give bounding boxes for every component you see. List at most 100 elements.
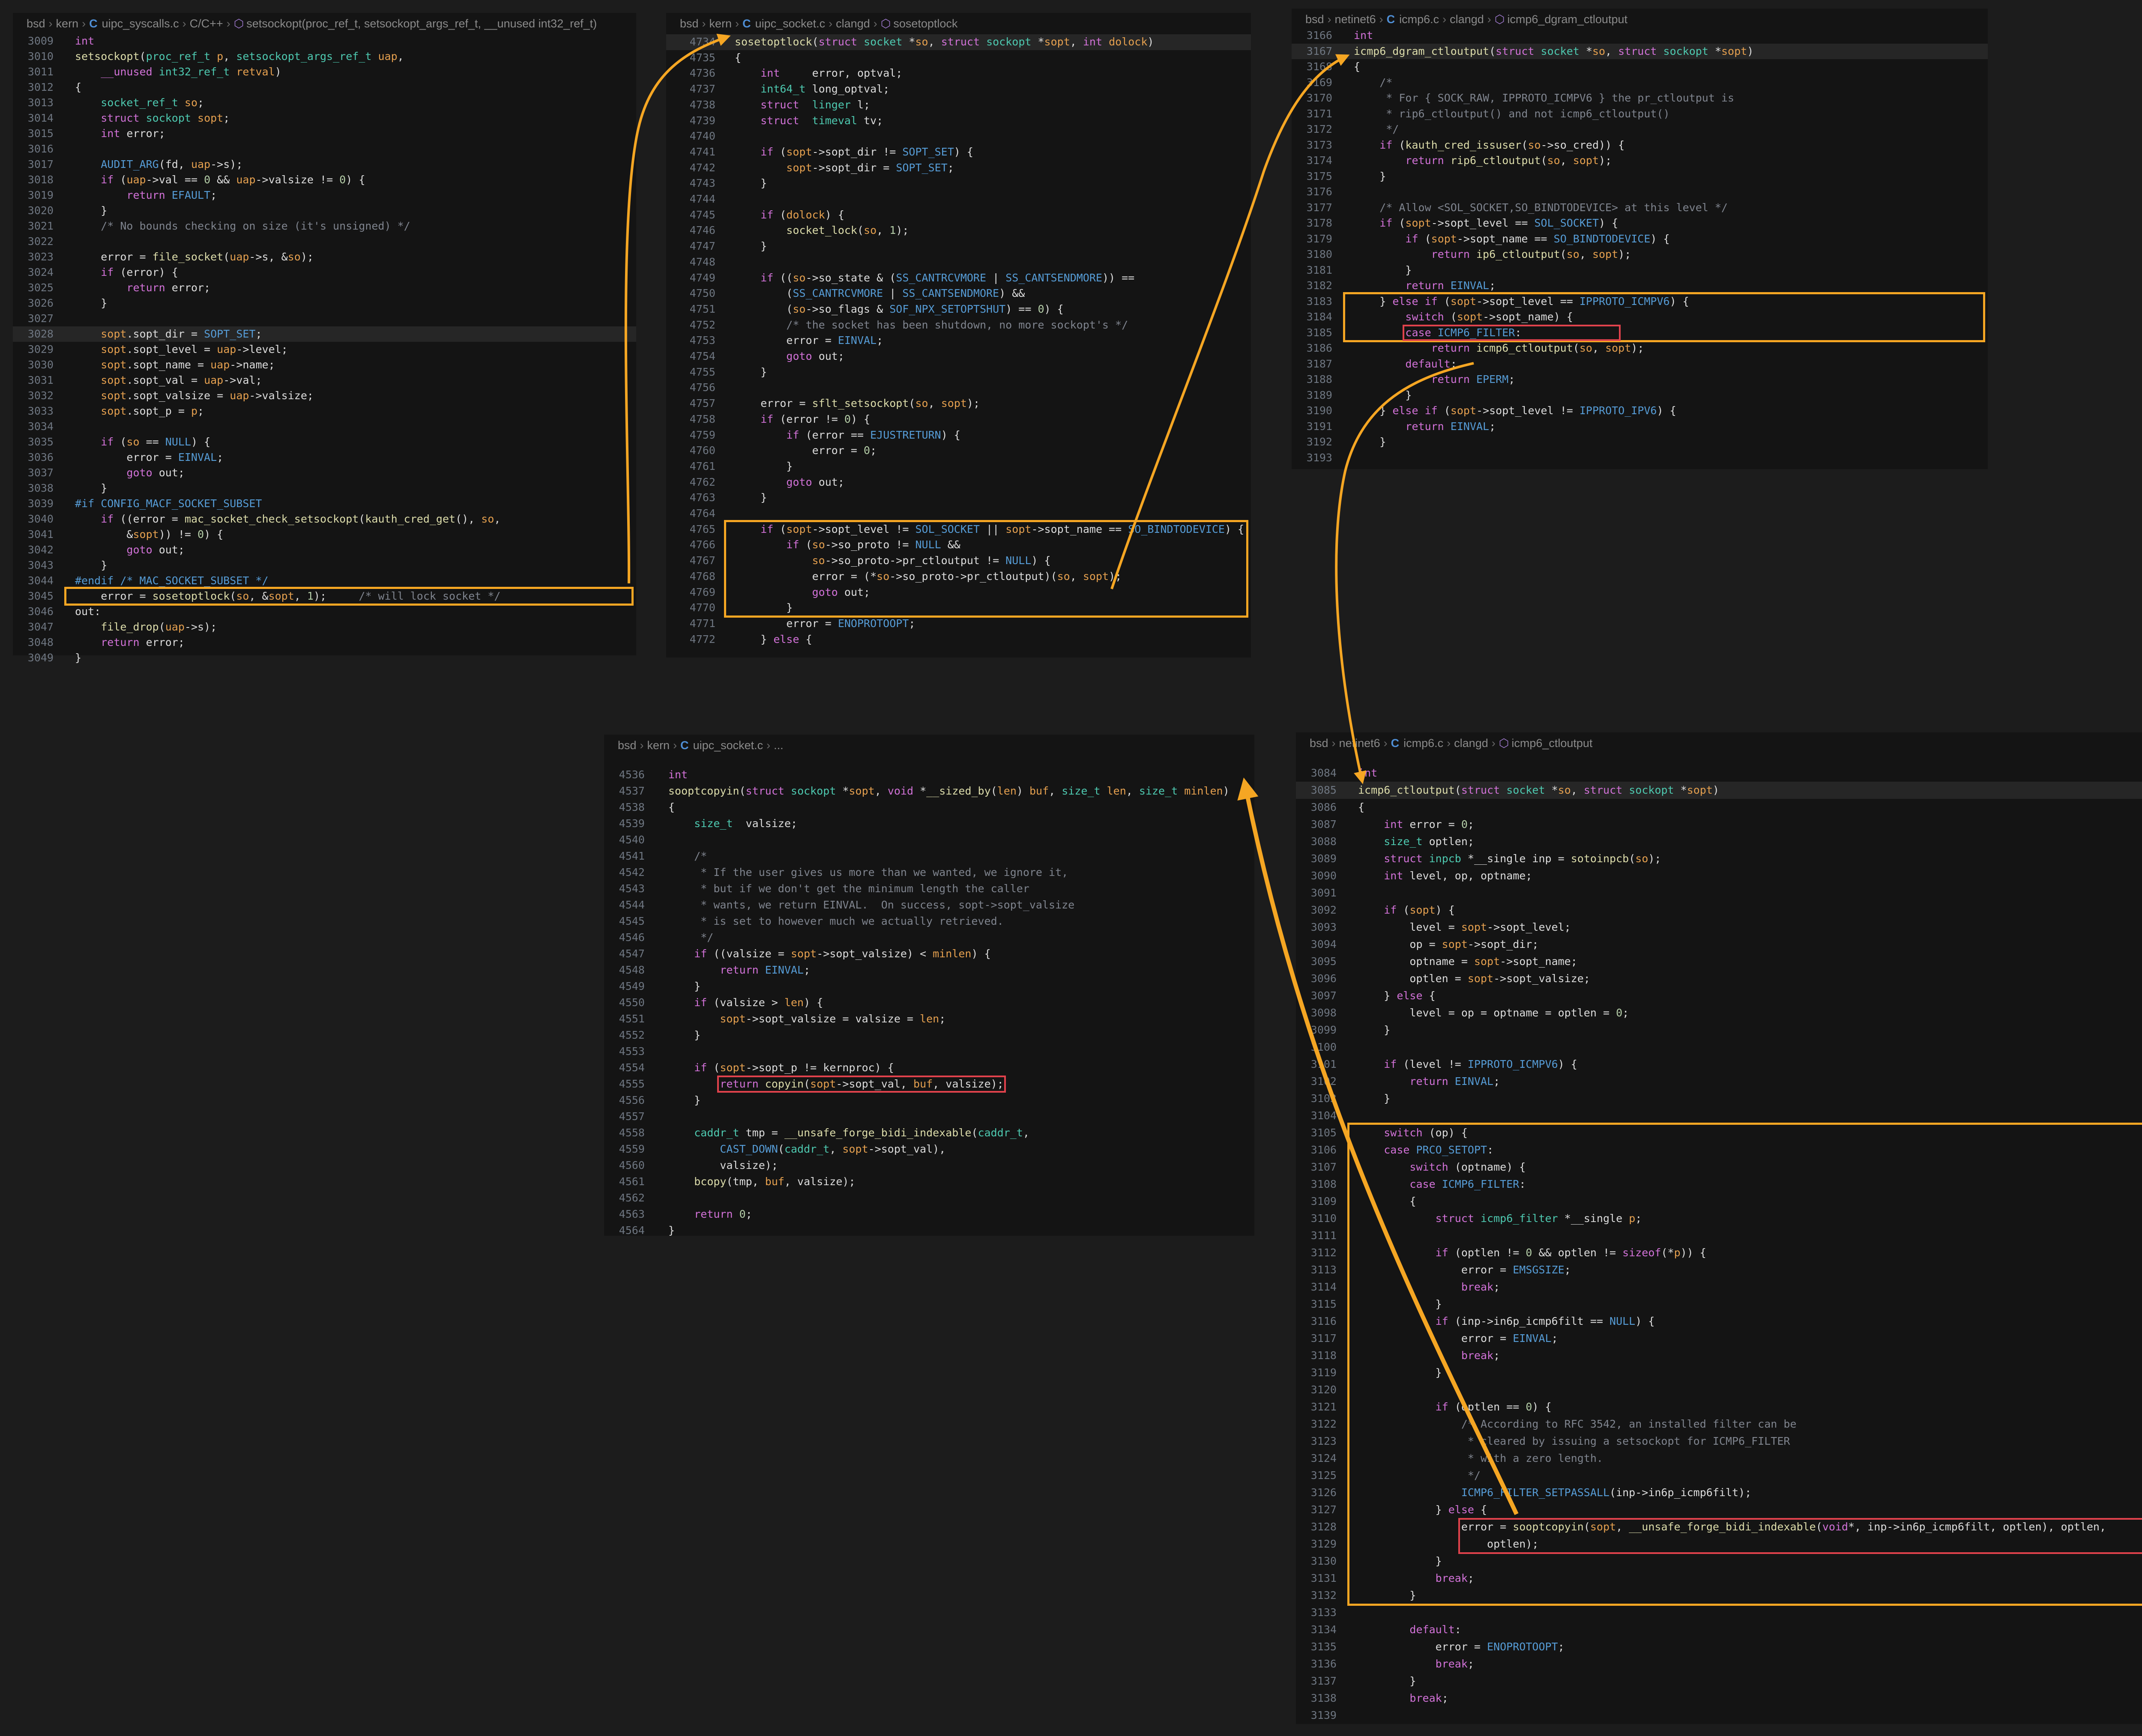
code-line[interactable]: #if CONFIG_MACF_SOCKET_SUBSET — [75, 497, 262, 510]
code-line[interactable]: file_drop(uap->s); — [101, 621, 217, 633]
code-line[interactable]: int64_t long_optval; — [760, 83, 890, 96]
code-line[interactable]: break; — [1461, 1281, 1500, 1293]
code-line[interactable]: } — [1354, 263, 1412, 276]
code-line[interactable]: return copyin(sopt->sopt_val, buf, valsi… — [720, 1078, 1004, 1090]
code-line[interactable]: if (sopt->sopt_p != kernproc) { — [694, 1061, 894, 1074]
code-line[interactable]: if (valsize > len) { — [694, 996, 823, 1009]
code-line[interactable]: struct inpcb *__single inp = sotoinpcb(s… — [1384, 852, 1661, 865]
breadcrumb-segment[interactable]: ... — [774, 739, 784, 752]
code-line[interactable]: error = EINVAL; — [75, 451, 224, 463]
code-line[interactable]: socket_ref_t so; — [101, 96, 204, 109]
code-line[interactable]: struct sockopt sopt; — [101, 112, 230, 124]
code-line[interactable]: { — [735, 51, 742, 64]
breadcrumb-segment[interactable]: clangd — [1450, 13, 1484, 26]
code-line[interactable]: if (error != 0) { — [760, 412, 871, 425]
code-line[interactable]: { — [1358, 1195, 1416, 1207]
breadcrumb-segment[interactable]: netinet6 — [1334, 13, 1376, 26]
code-line[interactable]: } — [735, 491, 767, 504]
code-line[interactable]: } — [735, 365, 767, 378]
code-line[interactable]: out: — [75, 605, 101, 618]
code-line[interactable]: sooptcopyin(struct sockopt *sopt, void *… — [668, 785, 1230, 797]
code-line[interactable]: sopt.sopt_valsize = uap->valsize; — [101, 389, 314, 402]
code-line[interactable]: /* Allow <SOL_SOCKET,SO_BINDTODEVICE> at… — [1354, 201, 1728, 214]
breadcrumb-segment[interactable]: bsd — [680, 17, 699, 30]
code-line[interactable]: int — [1358, 767, 1378, 779]
breadcrumb-segment[interactable]: uipc_socket.c — [693, 739, 763, 752]
code-line[interactable]: __unused int32_ref_t retval) — [101, 66, 281, 78]
code-line[interactable]: int error, optval; — [760, 67, 903, 80]
code-line[interactable]: return icmp6_ctloutput(so, sopt); — [1431, 342, 1644, 354]
code-line[interactable]: error = EMSGSIZE; — [1358, 1264, 1571, 1276]
code-line[interactable]: case ICMP6_FILTER: — [1409, 1178, 1526, 1190]
code-line[interactable]: size_t optlen; — [1384, 835, 1474, 848]
code-line[interactable]: switch (sopt->sopt_name) { — [1405, 311, 1573, 323]
code-line[interactable]: } — [1358, 1555, 1442, 1567]
breadcrumb-segment[interactable]: uipc_socket.c — [755, 17, 826, 30]
code-line[interactable]: return ip6_ctloutput(so, sopt); — [1431, 248, 1631, 260]
code-line[interactable]: error = ENOPROTOOPT; — [735, 617, 915, 630]
breadcrumb-segment[interactable]: icmp6.c — [1403, 737, 1444, 750]
code-line[interactable]: } — [735, 460, 793, 472]
code-line[interactable]: return error; — [101, 636, 185, 648]
code-line[interactable]: (SS_CANTRCVMORE | SS_CANTSENDMORE) && — [735, 287, 1025, 300]
code-line[interactable]: goto out; — [786, 475, 844, 488]
code-line[interactable]: error = sosetoptlock(so, &sopt, 1); /* w… — [75, 590, 501, 602]
code-line[interactable]: } else if (sopt->sopt_level == IPPROTO_I… — [1354, 295, 1689, 308]
code-line[interactable]: goto out; — [812, 586, 871, 598]
code-line[interactable]: case ICMP6_FILTER: — [1405, 326, 1522, 339]
code-line[interactable]: if (optlen == 0) { — [1435, 1401, 1552, 1413]
code-line[interactable]: if ((valsize = sopt->sopt_valsize) < min… — [694, 947, 991, 960]
code-line[interactable]: socket_lock(so, 1); — [786, 224, 909, 237]
code-line[interactable]: } — [1354, 170, 1386, 182]
code-line[interactable]: int — [75, 35, 95, 47]
code-line[interactable]: * If the user gives us more than we want… — [668, 866, 1068, 878]
code-line[interactable]: } — [1358, 1589, 1416, 1602]
breadcrumb-segment[interactable]: clangd — [836, 17, 870, 30]
code-line[interactable]: } — [668, 1094, 701, 1106]
code-line[interactable]: error = EINVAL; — [1358, 1332, 1558, 1345]
code-line[interactable]: struct linger l; — [760, 98, 871, 111]
code-line[interactable]: break; — [1435, 1572, 1474, 1584]
code-line[interactable]: return EFAULT; — [126, 189, 217, 201]
code-line[interactable]: * with a zero length. — [1358, 1452, 1603, 1464]
code-line[interactable]: sopt.sopt_level = uap->level; — [101, 343, 288, 356]
breadcrumb-segment[interactable]: kern — [56, 17, 79, 30]
code-line[interactable]: sosetoptlock(struct socket *so, struct s… — [735, 36, 1154, 48]
code-line[interactable]: goto out; — [786, 350, 844, 362]
breadcrumb-segment[interactable]: bsd — [618, 739, 637, 752]
breadcrumb-segment[interactable]: kern — [647, 739, 670, 752]
code-line[interactable]: */ — [1354, 123, 1399, 135]
code-line[interactable]: * but if we don't get the minimum length… — [668, 882, 1029, 895]
code-line[interactable]: error = sooptcopyin(sopt, __unsafe_forge… — [1358, 1521, 2106, 1533]
code-line[interactable]: error = ENOPROTOOPT; — [1358, 1640, 1565, 1653]
code-line[interactable]: } else { — [1358, 989, 1436, 1002]
code-line[interactable]: sopt->sopt_dir = SOPT_SET; — [786, 161, 954, 174]
breadcrumb-segment[interactable]: bsd — [27, 17, 45, 30]
code-line[interactable]: icmp6_ctloutput(struct socket *so, struc… — [1358, 784, 1719, 796]
code-line[interactable]: return EINVAL; — [1409, 1075, 1500, 1088]
code-line[interactable]: icmp6_dgram_ctloutput(struct socket *so,… — [1354, 45, 1754, 57]
code-line[interactable]: CAST_DOWN(caddr_t, sopt->sopt_val), — [720, 1143, 946, 1155]
breadcrumb-segment[interactable]: setsockopt(proc_ref_t, setsockopt_args_r… — [246, 17, 597, 30]
code-line[interactable]: sopt.sopt_val = uap->val; — [101, 374, 262, 386]
code-line[interactable]: if (kauth_cred_issuser(so->so_cred)) { — [1379, 138, 1625, 151]
code-line[interactable]: return 0; — [694, 1208, 752, 1220]
code-line[interactable]: if (level != IPPROTO_ICMPV6) { — [1384, 1058, 1577, 1070]
code-line[interactable]: */ — [668, 931, 714, 944]
code-line[interactable]: optlen = sopt->sopt_valsize; — [1358, 972, 1590, 985]
code-line[interactable]: optname = sopt->sopt_name; — [1358, 955, 1577, 968]
code-line[interactable]: break; — [1461, 1349, 1500, 1362]
code-line[interactable]: } — [75, 559, 108, 571]
code-line[interactable]: break; — [1435, 1658, 1474, 1670]
code-line[interactable]: level = op = optname = optlen = 0; — [1358, 1007, 1629, 1019]
breadcrumb-segment[interactable]: icmp6_ctloutput — [1511, 737, 1593, 750]
code-line[interactable]: * cleared by issuing a setsockopt for IC… — [1358, 1435, 1790, 1447]
breadcrumb-segment[interactable]: sosetoptlock — [893, 17, 958, 30]
code-line[interactable]: sopt.sopt_dir = SOPT_SET; — [101, 328, 262, 340]
code-line[interactable]: } — [1354, 388, 1412, 401]
code-line[interactable]: } — [1358, 1024, 1391, 1036]
code-line[interactable]: { — [1354, 60, 1361, 73]
breadcrumb-segment[interactable]: kern — [709, 17, 732, 30]
